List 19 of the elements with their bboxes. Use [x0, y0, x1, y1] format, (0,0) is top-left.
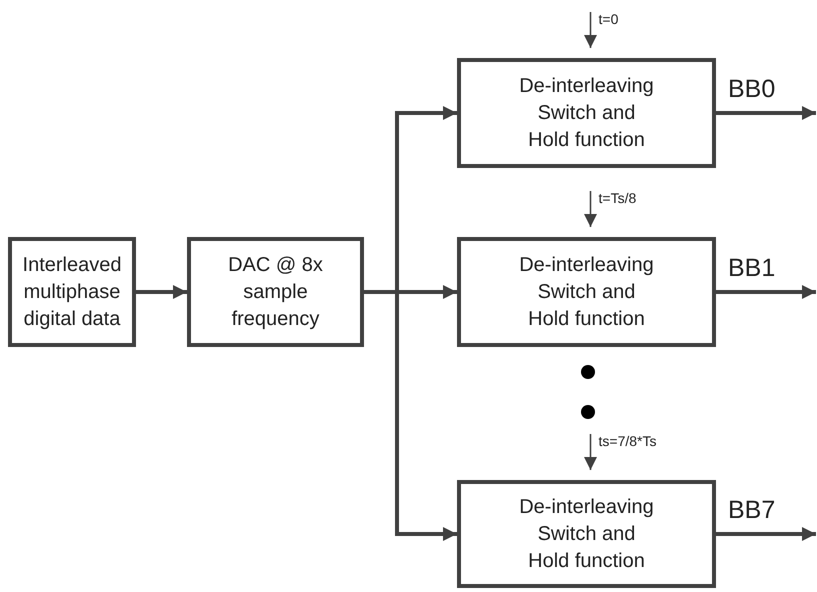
- process-box: De-interleaving Switch and Hold function: [457, 237, 716, 347]
- arrow: [136, 285, 187, 299]
- arrow: [364, 290, 457, 541]
- arrow: [716, 106, 816, 120]
- process-box: De-interleaving Switch and Hold function: [457, 58, 716, 168]
- arrow: [584, 191, 597, 227]
- edge-label: t=Ts/8: [598, 190, 636, 206]
- arrow: [716, 527, 816, 541]
- arrow: [584, 434, 597, 470]
- arrow: [584, 12, 597, 48]
- process-box: De-interleaving Switch and Hold function: [457, 480, 716, 588]
- process-box: Interleaved multiphase digital data: [8, 237, 136, 347]
- edge-label: BB7: [728, 496, 776, 525]
- process-box: DAC @ 8x sample frequency: [187, 237, 364, 347]
- edge-label: BB0: [728, 75, 776, 104]
- edge-label: BB1: [728, 254, 776, 283]
- edge-label: ts=7/8*Ts: [598, 433, 656, 449]
- edge-label: t=0: [598, 11, 618, 27]
- arrow: [716, 285, 816, 299]
